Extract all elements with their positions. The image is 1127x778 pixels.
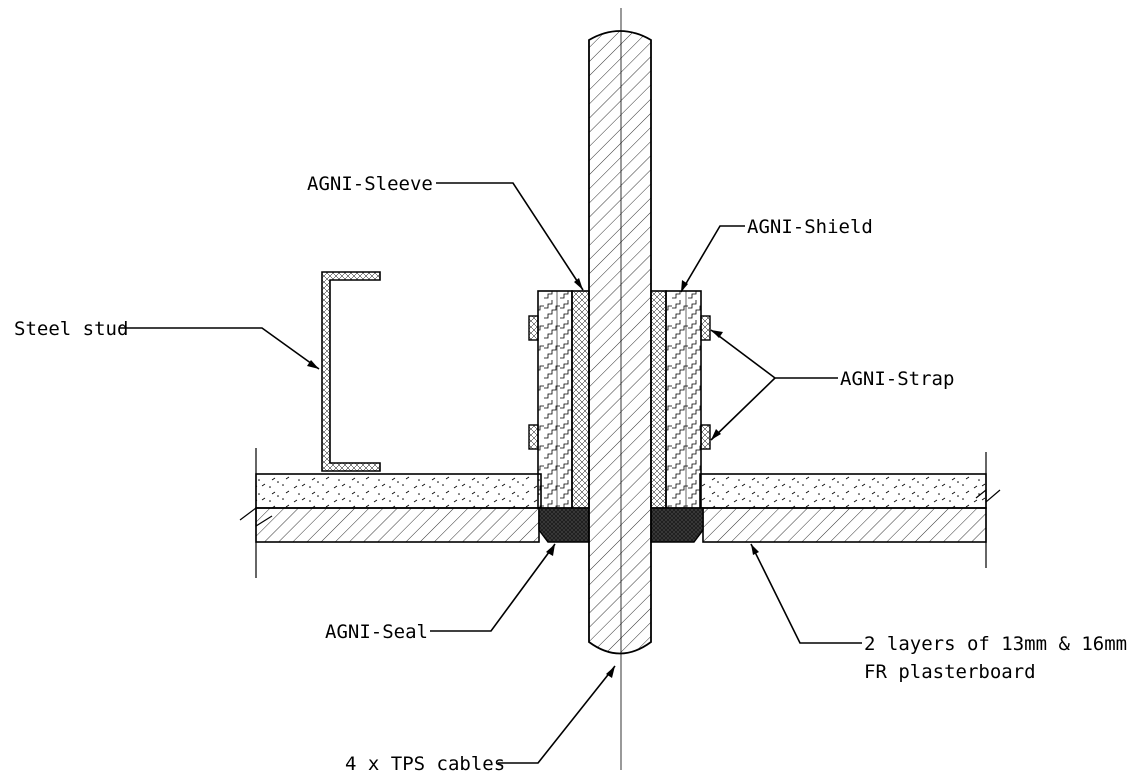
agni-shield-left [537,290,573,509]
agni-strap [528,315,711,450]
agni-sleeve-right [650,290,667,509]
agni-shield-right [665,290,702,509]
plasterboard-wall [239,448,1001,578]
leader-lines [120,182,862,764]
steel-stud [321,271,381,472]
tps-cables [588,30,652,655]
label-agni-sleeve: AGNI-Sleeve [307,173,433,195]
label-plasterboard-line1: 2 layers of 13mm & 16mm [864,633,1127,655]
label-agni-seal: AGNI-Seal [325,621,428,643]
label-steel-stud: Steel stud [14,318,128,340]
agni-sleeve-left [571,290,590,509]
label-tps-cables: 4 x TPS cables [345,753,505,775]
agni-seal [538,507,704,543]
label-agni-strap: AGNI-Strap [840,368,954,390]
label-agni-shield: AGNI-Shield [747,216,873,238]
label-plasterboard-line2: FR plasterboard [864,661,1036,683]
